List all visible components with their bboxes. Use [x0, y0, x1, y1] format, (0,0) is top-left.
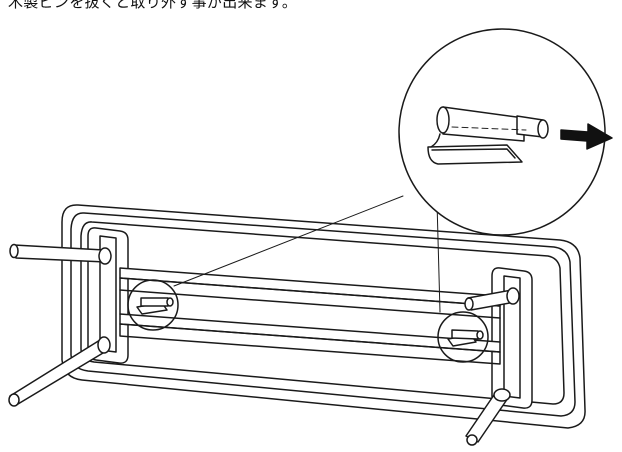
horizontal-rails [119, 267, 501, 365]
zoom-circle [398, 28, 606, 236]
arrow-right-icon [560, 123, 613, 150]
callout-lines [173, 195, 441, 313]
instruction-caption: 木製ピンを抜くと取り外す事が出来ます。 [8, 0, 298, 11]
hinge-left [127, 279, 179, 331]
wooden-pegs [8, 243, 520, 446]
hinge-right [437, 311, 489, 363]
frame-panel [61, 204, 586, 429]
